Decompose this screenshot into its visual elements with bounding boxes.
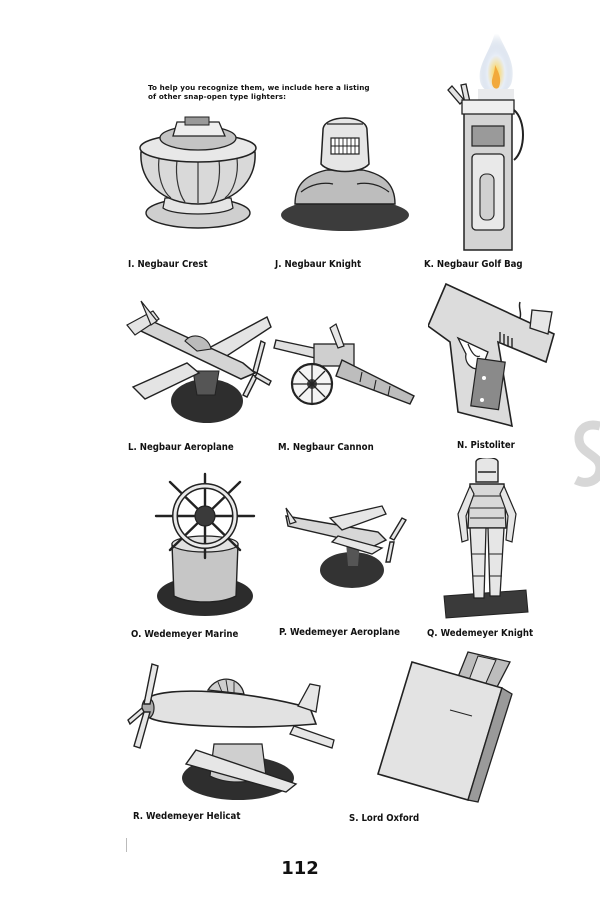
helicat-lighter-illustration	[126, 660, 340, 804]
intro-line-1: To help you recognize them, we include h…	[148, 83, 370, 92]
caption-lord-oxford: S. Lord Oxford	[349, 813, 420, 824]
lord-oxford-lighter-illustration	[372, 648, 518, 804]
caption-wedemeyer-knight: Q. Wedemeyer Knight	[427, 628, 534, 639]
knight-bust-lighter-illustration	[277, 112, 413, 234]
caption-negbaur-cannon: M. Negbaur Cannon	[278, 442, 374, 453]
caption-wedemeyer-marine: O. Wedemeyer Marine	[131, 629, 239, 640]
caption-wedemeyer-aeroplane: P. Wedemeyer Aeroplane	[279, 627, 400, 638]
cannon-lighter-illustration	[272, 320, 418, 410]
caption-negbaur-golf-bag: K. Negbaur Golf Bag	[424, 259, 523, 270]
caption-negbaur-crest: I. Negbaur Crest	[128, 259, 208, 270]
ships-wheel-lighter-illustration	[150, 472, 260, 622]
caption-negbaur-knight: J. Negbaur Knight	[275, 259, 362, 270]
page-number: 112	[281, 858, 319, 879]
knight-figure-lighter-illustration	[442, 458, 532, 624]
aeroplane-lighter-illustration-l	[123, 297, 273, 427]
pistol-lighter-illustration	[428, 282, 562, 432]
intro-line-2: of other snap-open type lighters:	[148, 91, 287, 101]
caption-pistoliter: N. Pistoliter	[457, 440, 515, 451]
crest-lighter-illustration	[133, 112, 263, 234]
edge-letter-mark	[573, 420, 600, 495]
caption-negbaur-aeroplane: L. Negbaur Aeroplane	[128, 442, 234, 453]
caption-wedemeyer-helicat: R. Wedemeyer Helicat	[133, 811, 241, 822]
golf-bag-lighter-illustration	[434, 80, 534, 252]
intro-text: To help you recognize them, we include h…	[148, 83, 418, 101]
margin-mark	[126, 838, 127, 852]
aeroplane-lighter-illustration-p	[282, 496, 412, 592]
